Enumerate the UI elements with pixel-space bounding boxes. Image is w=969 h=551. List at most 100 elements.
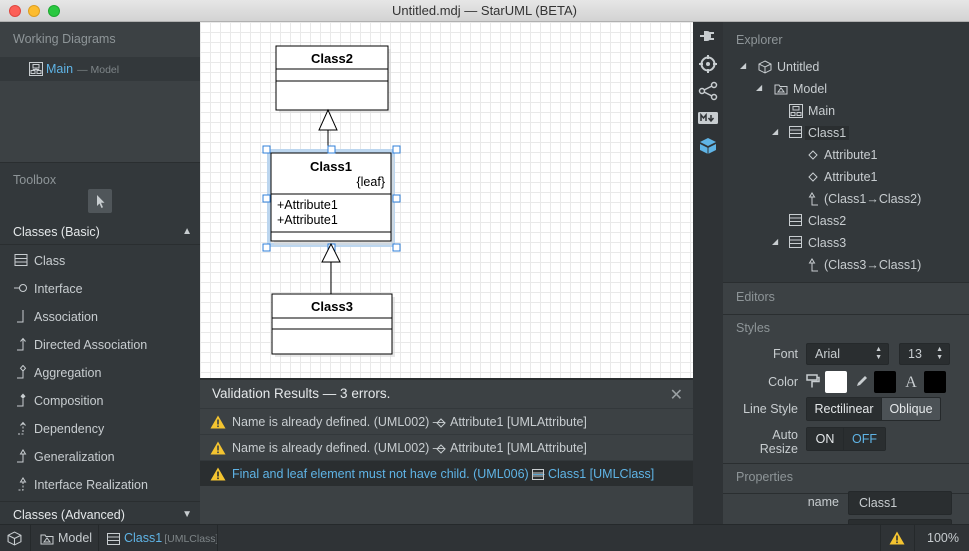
tool-dependency[interactable]: Dependency [0,415,200,443]
dependency-icon [17,421,26,435]
directed-association-icon [17,337,26,351]
validation-row[interactable]: Name is already defined. (UML002) — Attr… [200,408,693,434]
expand-triangle-icon[interactable]: ◢ [772,237,779,246]
pointer-tool-button[interactable] [88,189,112,213]
tool-aggregation[interactable]: Aggregation [0,359,200,387]
tool-label: Directed Association [34,338,148,352]
window-title: Untitled.mdj — StarUML (BETA) [392,3,577,18]
styles-header: Styles [736,321,771,335]
auto-resize-on-option[interactable]: ON [807,428,844,450]
font-label: Font [772,347,798,361]
status-model-crumb[interactable]: Model [40,525,92,551]
tree-node-label: Class1 [805,126,850,140]
interface-icon [14,284,27,292]
font-family-select[interactable]: Arial ▲▼ [806,343,889,365]
category-classes-basic[interactable]: Classes (Basic) ▲ [0,219,200,245]
svg-text:A: A [905,374,917,389]
class-icon [789,214,802,226]
markdown-icon[interactable] [698,108,718,128]
status-selection-type: [UMLClass] [164,533,219,545]
status-selection-crumb[interactable]: Class1[UMLClass] [107,525,218,551]
expand-triangle-icon[interactable]: ◢ [772,127,779,136]
zoom-window-button[interactable] [48,5,60,17]
auto-resize-label: Auto Resize [759,428,798,456]
line-style-toggle[interactable]: Rectilinear Oblique [806,397,941,421]
tree-node-label: (Class3→Class1) [824,258,922,272]
generalization-icon [808,192,818,206]
class3-name: Class3 [311,299,353,314]
font-color-swatch[interactable] [924,371,946,393]
class3-box[interactable]: Class3 [271,293,395,357]
expand-triangle-icon[interactable]: ◢ [756,83,763,92]
font-family-value: Arial [815,347,841,361]
zoom-level[interactable]: 100% [927,531,959,545]
close-window-button[interactable] [9,5,21,17]
pencil-icon [857,376,867,386]
validation-element-label: Attribute1 [UMLAttribute] [450,441,587,455]
divider [914,525,915,551]
validation-element[interactable]: Attribute1 [UMLAttribute] [436,441,587,455]
class-icon [789,236,802,248]
generalization-icon [17,449,27,463]
class1-name: Class1 [310,159,352,174]
attribute-icon [436,443,446,454]
close-icon[interactable]: ✕ [669,387,683,404]
fill-color-swatch[interactable] [825,371,847,393]
category-label: Classes (Basic) [13,225,100,239]
tool-class[interactable]: Class [0,247,200,275]
editors-header: Editors [736,290,775,304]
class2-box[interactable]: Class2 [275,45,391,113]
validation-row-selected[interactable]: Final and leaf element must not have chi… [200,460,693,486]
font-size-select[interactable]: 13 ▲▼ [899,343,950,365]
package-box-icon[interactable] [698,135,718,155]
auto-resize-off-option[interactable]: OFF [844,428,885,450]
project-cube-icon[interactable] [7,531,22,546]
rectilinear-option[interactable]: Rectilinear [807,398,882,420]
diagram-canvas[interactable]: Class2 Class1 {leaf} +Attribute1 +Attrib… [200,22,693,378]
crosshair-icon[interactable] [698,54,718,74]
name-property-value: Class1 [859,496,898,510]
class1-box[interactable]: Class1 {leaf} +Attribute1 +Attribute1 [262,145,401,252]
divider [98,525,99,551]
validation-title: Validation Results — 3 errors. [212,386,391,401]
validation-element[interactable]: Class1 [UMLClass] [532,467,654,481]
validation-row[interactable]: Name is already defined. (UML002) — Attr… [200,434,693,460]
share-icon[interactable] [698,81,718,101]
generalization-class3-class1[interactable] [321,242,341,294]
plug-icon[interactable] [698,27,718,47]
tree-node-label: Class3 [808,236,847,250]
generalization-icon [808,258,818,272]
tool-composition[interactable]: Composition [0,387,200,415]
association-icon [17,310,24,323]
divider [217,525,218,551]
divider [723,463,969,464]
class-icon [789,126,802,138]
validation-element-label: Attribute1 [UMLAttribute] [450,415,587,429]
name-property-input[interactable]: Class1 [848,491,952,515]
tool-association[interactable]: Association [0,303,200,331]
tree-node-label: Main [808,104,836,118]
tool-interface[interactable]: Interface [0,275,200,303]
line-color-swatch[interactable] [874,371,896,393]
working-diagram-sublabel: — Model [77,64,120,76]
oblique-option[interactable]: Oblique [889,402,933,416]
validation-element-label: Class1 [UMLClass] [548,467,655,481]
attribute-icon [436,417,446,428]
warning-icon[interactable] [889,531,905,545]
composition-icon [17,393,26,407]
working-diagram-item-main[interactable]: Main— Model [0,57,200,81]
attribute-icon [808,150,818,160]
tool-directed-association[interactable]: Directed Association [0,331,200,359]
expand-triangle-icon[interactable]: ◢ [740,61,747,70]
warning-icon [210,441,226,455]
warning-icon [210,467,226,481]
minimize-window-button[interactable] [28,5,40,17]
spinner-arrows-icon: ▲▼ [936,346,943,361]
tool-generalization[interactable]: Generalization [0,443,200,471]
tool-interface-realization[interactable]: Interface Realization [0,471,200,499]
color-label: Color [768,375,798,389]
class-diagram-icon [789,104,803,118]
validation-element[interactable]: Attribute1 [UMLAttribute] [436,415,587,429]
status-model-label: Model [58,531,93,545]
